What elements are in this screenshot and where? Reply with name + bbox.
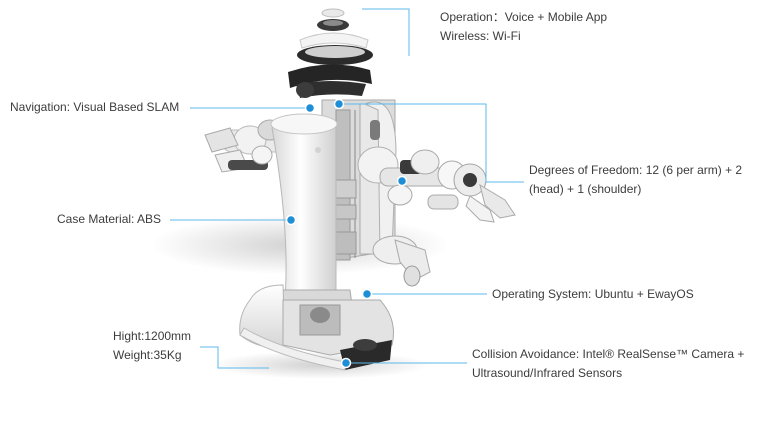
label-size-line2: Weight:35Kg (113, 348, 182, 362)
label-collision: Collision Avoidance: Intel® RealSense™ C… (472, 345, 744, 383)
dot-frame (333, 98, 345, 110)
label-navigation-line1: Navigation: Visual Based SLAM (10, 100, 180, 114)
leader-size (200, 346, 269, 369)
label-case-line1: Case Material: ABS (57, 212, 162, 226)
leader-operation (362, 8, 410, 56)
leader-dof (338, 103, 524, 183)
callout-dots (285, 98, 408, 369)
label-collision-line2: Ultrasound/Infrared Sensors (472, 366, 623, 380)
right-arm (357, 146, 516, 287)
dot-case (285, 214, 297, 226)
label-dof-line2: (head) + 1 (shoulder) (529, 182, 642, 196)
label-dof: Degrees of Freedom: 12 (6 per arm) + 2 (… (529, 161, 742, 199)
left-arm (204, 119, 293, 173)
label-operation: Operation：Voice + Mobile App Wireless: W… (440, 8, 607, 46)
label-os: Operating System: Ubuntu + EwayOS (492, 285, 694, 304)
label-operation-line2: Wireless: Wi-Fi (440, 29, 521, 43)
outer-shell (270, 113, 338, 302)
label-collision-line1: Collision Avoidance: Intel® RealSense™ C… (472, 347, 745, 361)
label-dof-line1: Degrees of Freedom: 12 (6 per arm) + 2 (529, 163, 743, 177)
dot-collision (340, 357, 352, 369)
dot-dof (396, 175, 408, 187)
dot-navigation (304, 102, 316, 114)
leader-lines (170, 8, 524, 369)
dot-os (361, 288, 373, 300)
label-navigation: Navigation: Visual Based SLAM (10, 98, 179, 117)
label-os-line1: Operating System: Ubuntu + EwayOS (492, 287, 694, 301)
head-parts (288, 8, 373, 98)
label-operation-line1: Operation：Voice + Mobile App (440, 10, 608, 24)
label-size-line1: Hight:1200mm (113, 329, 192, 343)
label-case: Case Material: ABS (57, 210, 161, 229)
label-size: Hight:1200mm Weight:35Kg (113, 327, 191, 365)
